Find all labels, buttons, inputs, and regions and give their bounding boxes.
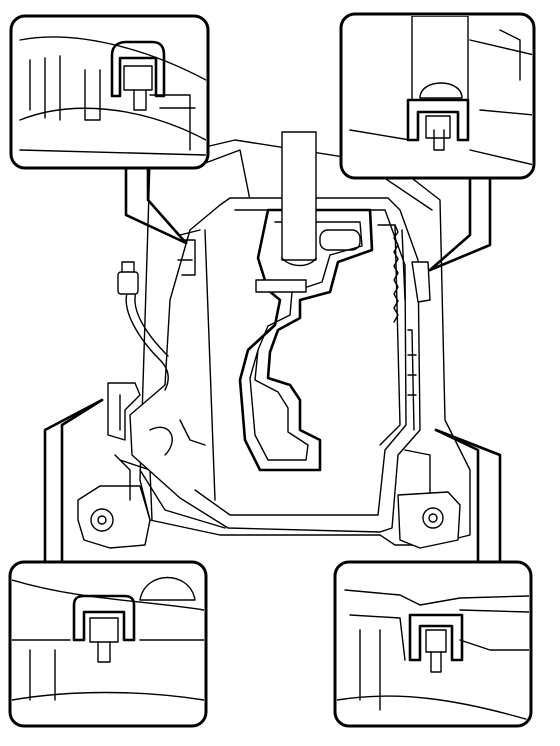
shift-lever-assembly bbox=[77, 131, 471, 549]
clip-detail-top-right bbox=[339, 12, 536, 180]
right-mounting-flange bbox=[397, 449, 461, 549]
clip-detail-bottom-right bbox=[333, 560, 533, 728]
clip-detail-bottom-left bbox=[8, 560, 208, 728]
shift-lever-housing bbox=[107, 197, 431, 533]
housing-base bbox=[114, 419, 226, 529]
wire-harness bbox=[117, 261, 169, 391]
shift-gate bbox=[238, 208, 374, 472]
shift-lever-rod bbox=[281, 131, 317, 267]
leader-lines bbox=[43, 166, 502, 564]
detent-spring bbox=[393, 224, 406, 323]
clip-detail-top-left bbox=[9, 14, 210, 170]
